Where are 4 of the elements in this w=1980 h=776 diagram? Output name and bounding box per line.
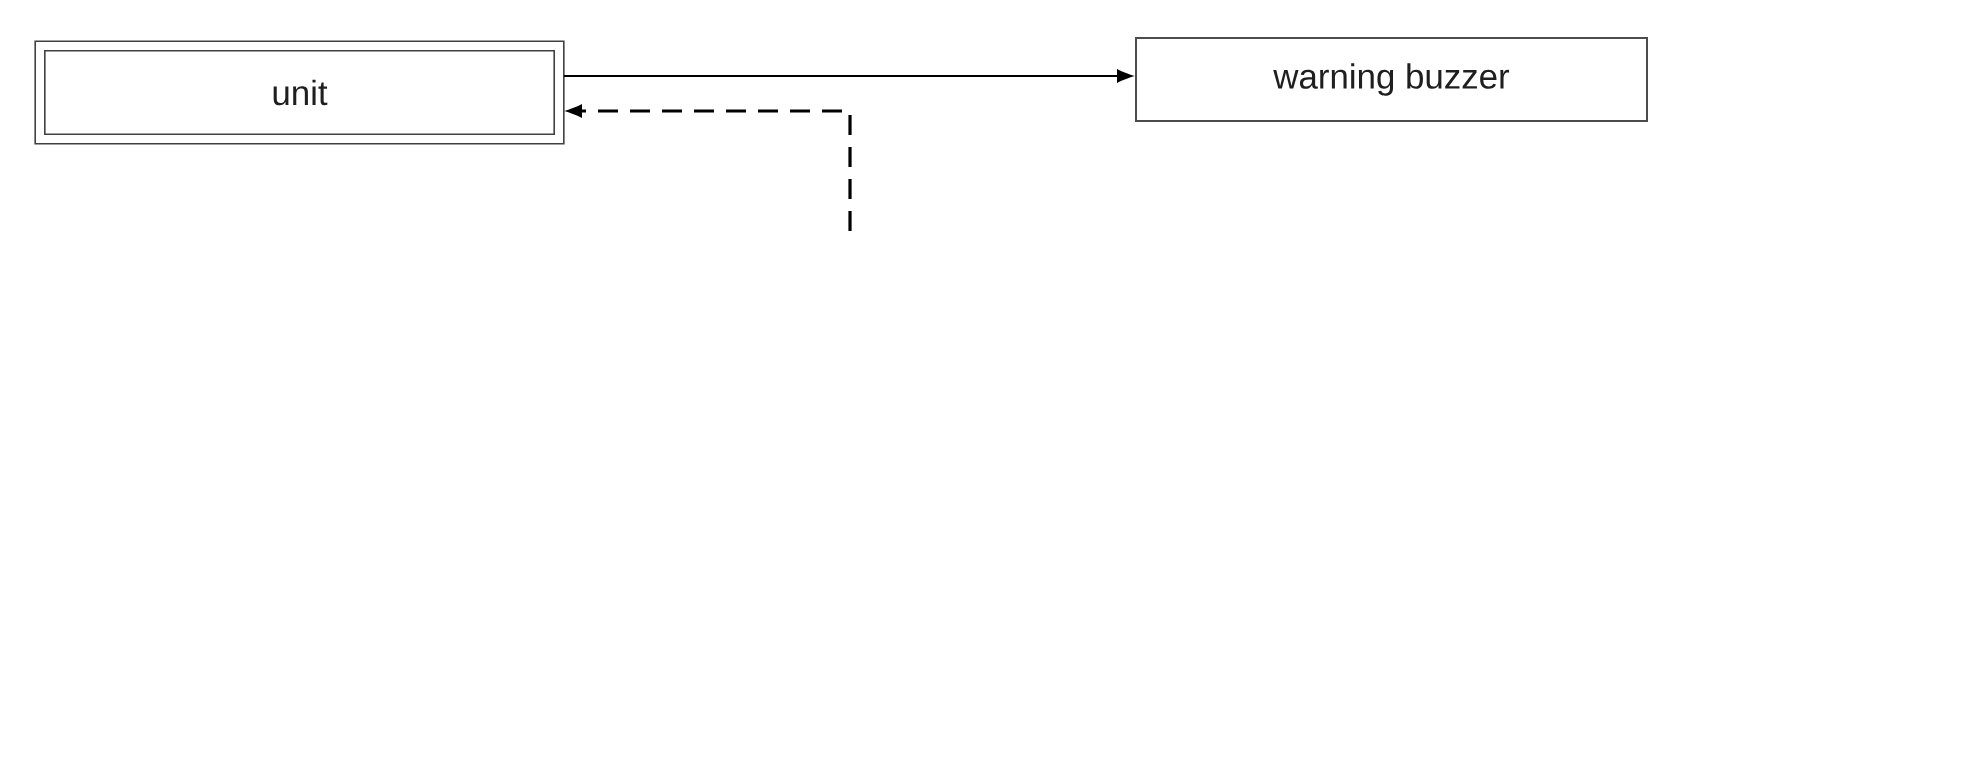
arrow [563, 69, 1135, 83]
dashed-arrow [564, 104, 852, 231]
double-box: unit [34, 40, 565, 145]
buzzer-box: warning buzzer [1135, 37, 1648, 122]
